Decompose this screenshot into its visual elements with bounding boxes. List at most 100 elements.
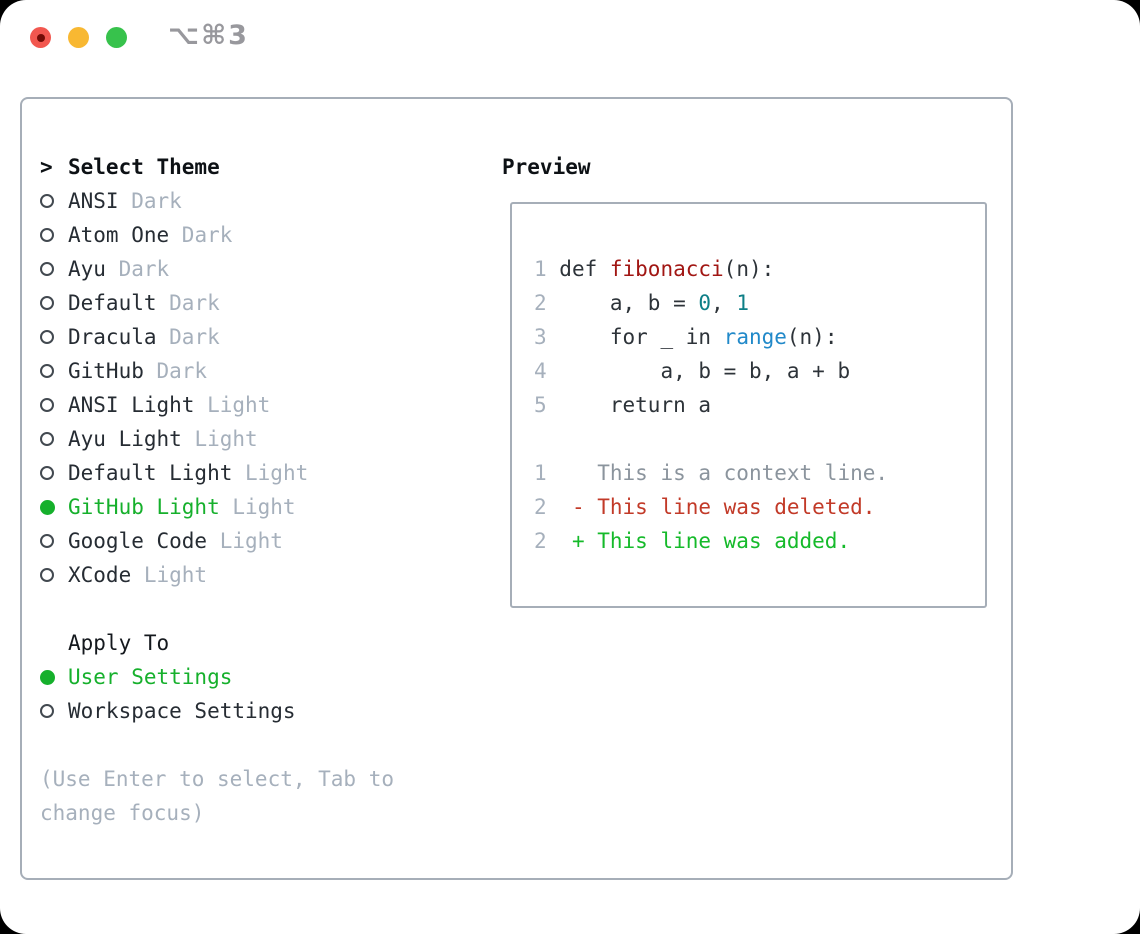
prefix-cell: [40, 534, 68, 548]
code-line: 1 This is a context line.: [534, 456, 985, 490]
keyboard-hint: (Use Enter to select, Tab to change focu…: [40, 767, 395, 825]
theme-option-variant: Dark: [156, 291, 220, 315]
theme-option-label: GitHub Light: [68, 495, 220, 519]
code-token-pl: for _ in: [546, 325, 724, 349]
code-token-pl: a, b =: [546, 291, 699, 315]
theme-option-variant: Dark: [169, 223, 233, 247]
theme-option[interactable]: Default Dark: [40, 286, 440, 320]
apply-to-option[interactable]: Workspace Settings: [40, 694, 440, 728]
radio-unselected-icon: [40, 466, 54, 480]
code-token-nm: 1: [736, 291, 749, 315]
titlebar: ⌥⌘3: [0, 0, 1140, 74]
apply-to-option[interactable]: User Settings: [40, 660, 440, 694]
prefix-cell: [40, 398, 68, 412]
prefix-cell: [40, 262, 68, 276]
theme-option[interactable]: Google Code Light: [40, 524, 440, 558]
prefix-cell: [40, 432, 68, 446]
theme-option[interactable]: Ayu Light Light: [40, 422, 440, 456]
code-token-ln: 5: [534, 393, 547, 417]
theme-option-label: Ayu Light: [68, 427, 182, 451]
prefix-cell: [40, 364, 68, 378]
radio-unselected-icon: [40, 398, 54, 412]
theme-option-label: ANSI: [68, 189, 119, 213]
theme-option[interactable]: ANSI Dark: [40, 184, 440, 218]
code-line: 4 a, b = b, a + b: [534, 354, 985, 388]
code-token-ln: 3: [534, 325, 547, 349]
theme-option[interactable]: Default Light Light: [40, 456, 440, 490]
minimize-button[interactable]: [68, 27, 89, 48]
prefix-cell: [40, 499, 68, 515]
theme-option[interactable]: Atom One Dark: [40, 218, 440, 252]
code-line: 5 return a: [534, 388, 985, 422]
code-line: 3 for _ in range(n):: [534, 320, 985, 354]
radio-unselected-icon: [40, 704, 54, 718]
theme-option-label: GitHub: [68, 359, 144, 383]
apply-to-option-label: User Settings: [68, 665, 233, 689]
theme-option-variant: Light: [219, 495, 296, 519]
radio-unselected-icon: [40, 296, 54, 310]
code-blank-line: [534, 422, 985, 456]
code-token-ln: 2: [534, 291, 547, 315]
code-token-pl: (n):: [786, 325, 838, 349]
theme-option[interactable]: XCode Light: [40, 558, 440, 592]
theme-option-label: Default Light: [68, 461, 233, 485]
code-token-pl: return a: [546, 393, 712, 417]
preview-title: Preview: [502, 155, 591, 179]
code-token-ln: 2: [534, 529, 547, 553]
code-token-ln: 1: [534, 461, 547, 485]
theme-option-variant: Dark: [156, 325, 220, 349]
theme-option-variant: Dark: [118, 189, 182, 213]
radio-selected-icon: [40, 669, 55, 685]
radio-unselected-icon: [40, 330, 54, 344]
code-line: 2 - This line was deleted.: [534, 490, 985, 524]
theme-option-label: XCode: [68, 563, 132, 587]
apply-to-option-label: Workspace Settings: [68, 699, 296, 723]
spacer: [40, 728, 440, 762]
theme-option[interactable]: ANSI Light Light: [40, 388, 440, 422]
theme-option-label: ANSI Light: [68, 393, 195, 417]
code-token-pl: ,: [711, 291, 737, 315]
code-token-fn: fibonacci: [609, 257, 724, 281]
theme-option-label: Dracula: [68, 325, 157, 349]
prefix-cell: [40, 568, 68, 582]
prefix-cell: [40, 228, 68, 242]
theme-option-variant: Dark: [105, 257, 170, 281]
theme-option-variant: Light: [131, 563, 208, 587]
code-token-ctx: This is a context line.: [546, 461, 889, 485]
theme-option[interactable]: GitHub Dark: [40, 354, 440, 388]
code-token-del: - This line was deleted.: [546, 495, 876, 519]
prefix-cell: [40, 669, 68, 685]
code-token-nm: 0: [698, 291, 712, 315]
cursor-pointer-icon: >: [40, 155, 53, 179]
theme-option-label: Default: [68, 291, 157, 315]
apply-to-header: Apply To: [40, 626, 440, 660]
code-token-ln: 2: [534, 495, 547, 519]
theme-option[interactable]: GitHub Light Light: [40, 490, 440, 524]
theme-option-variant: Light: [232, 461, 309, 485]
theme-option[interactable]: Ayu Dark: [40, 252, 440, 286]
window-title-shortcut: ⌥⌘3: [168, 20, 249, 51]
radio-unselected-icon: [40, 228, 54, 242]
apply-to-title: Apply To: [68, 631, 170, 655]
select-theme-header: > Select Theme: [40, 150, 440, 184]
maximize-button[interactable]: [106, 27, 127, 48]
close-button[interactable]: [30, 27, 51, 48]
theme-option-label: Ayu: [68, 257, 106, 281]
theme-option[interactable]: Dracula Dark: [40, 320, 440, 354]
prefix-cell: [40, 330, 68, 344]
traffic-lights: [30, 27, 127, 48]
code-token-bl: range: [723, 325, 787, 349]
prefix-cell: [40, 296, 68, 310]
code-line: 2 a, b = 0, 1: [534, 286, 985, 320]
theme-option-label: Google Code: [68, 529, 208, 553]
radio-unselected-icon: [40, 262, 54, 276]
code-token-ln: 4: [534, 359, 547, 383]
prefix-cell: [40, 466, 68, 480]
radio-unselected-icon: [40, 432, 54, 446]
